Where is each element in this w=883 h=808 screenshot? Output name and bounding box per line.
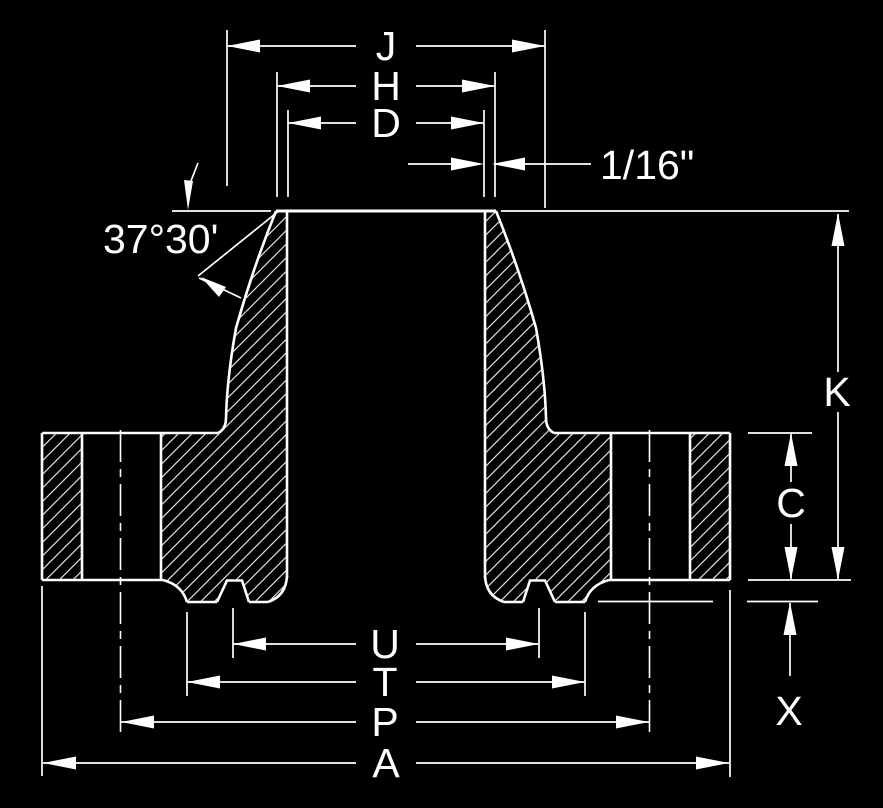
hatch-left-hub xyxy=(161,211,287,602)
arrowhead xyxy=(288,116,321,130)
right-hub-taper xyxy=(494,210,555,435)
arrowhead xyxy=(783,602,797,635)
arrowhead xyxy=(462,79,495,93)
arrowhead xyxy=(552,675,585,689)
dimension-d: D xyxy=(287,100,485,197)
dimension-t: T xyxy=(186,612,586,705)
flange-outline xyxy=(40,209,849,604)
arrowhead xyxy=(227,39,260,53)
arrowhead xyxy=(233,637,266,651)
arrowhead xyxy=(43,756,76,770)
section-hatching xyxy=(42,211,730,602)
dim-label-a: A xyxy=(372,740,400,786)
hatch-right-rim xyxy=(690,433,730,580)
ring-groove-right xyxy=(521,579,557,603)
dim-label-d: D xyxy=(371,100,401,146)
arrowhead xyxy=(506,637,539,651)
left-hub-taper xyxy=(217,210,278,435)
dim-label-p: P xyxy=(371,699,398,745)
dimension-land: 1/16" xyxy=(408,142,694,188)
arrowhead xyxy=(831,213,845,246)
arrowhead xyxy=(277,79,310,93)
dimension-a: A xyxy=(41,586,731,786)
bolt-hole-centerlines xyxy=(119,430,651,737)
arrowhead xyxy=(512,39,545,53)
dimension-x: X xyxy=(598,600,818,734)
dim-label-h: H xyxy=(371,63,401,109)
arrowhead xyxy=(831,547,845,580)
dimension-j: J xyxy=(226,23,546,208)
ring-groove-left xyxy=(215,579,251,603)
dim-label-j: J xyxy=(376,23,397,69)
raised-face-fillet-left xyxy=(162,578,189,603)
dim-label-c: C xyxy=(776,480,806,526)
angle-chord xyxy=(197,213,276,277)
dimension-p: P xyxy=(121,699,649,745)
arrowhead xyxy=(121,715,154,729)
dim-label-land: 1/16" xyxy=(600,142,694,188)
dimension-bevel-angle: 37°30' xyxy=(103,162,276,299)
hatch-left-rim xyxy=(42,433,82,580)
dim-label-bevel-angle: 37°30' xyxy=(103,216,218,262)
dim-label-x: X xyxy=(775,688,802,734)
arrowhead xyxy=(784,547,798,580)
arrowhead xyxy=(784,433,798,466)
raised-face-fillet-right xyxy=(583,578,610,603)
arrowhead xyxy=(187,675,220,689)
arrowhead xyxy=(184,180,193,210)
dim-label-u: U xyxy=(370,621,400,667)
bore-fillet-left xyxy=(267,575,289,604)
arrowhead xyxy=(616,715,649,729)
arrowhead xyxy=(451,157,484,171)
dimension-u: U xyxy=(232,608,540,667)
arrowhead xyxy=(201,277,226,297)
dimension-k: K xyxy=(748,213,851,581)
bore-fillet-right xyxy=(483,575,505,604)
dimension-h: H xyxy=(276,63,496,197)
hatch-right-hub xyxy=(485,211,611,602)
dim-label-t: T xyxy=(372,659,397,705)
arrowhead xyxy=(696,756,729,770)
dim-label-k: K xyxy=(823,369,850,415)
bolt-hole-walls xyxy=(80,433,692,580)
arrowhead xyxy=(451,116,484,130)
arrowhead xyxy=(492,157,525,171)
dimension-c: C xyxy=(748,432,812,580)
